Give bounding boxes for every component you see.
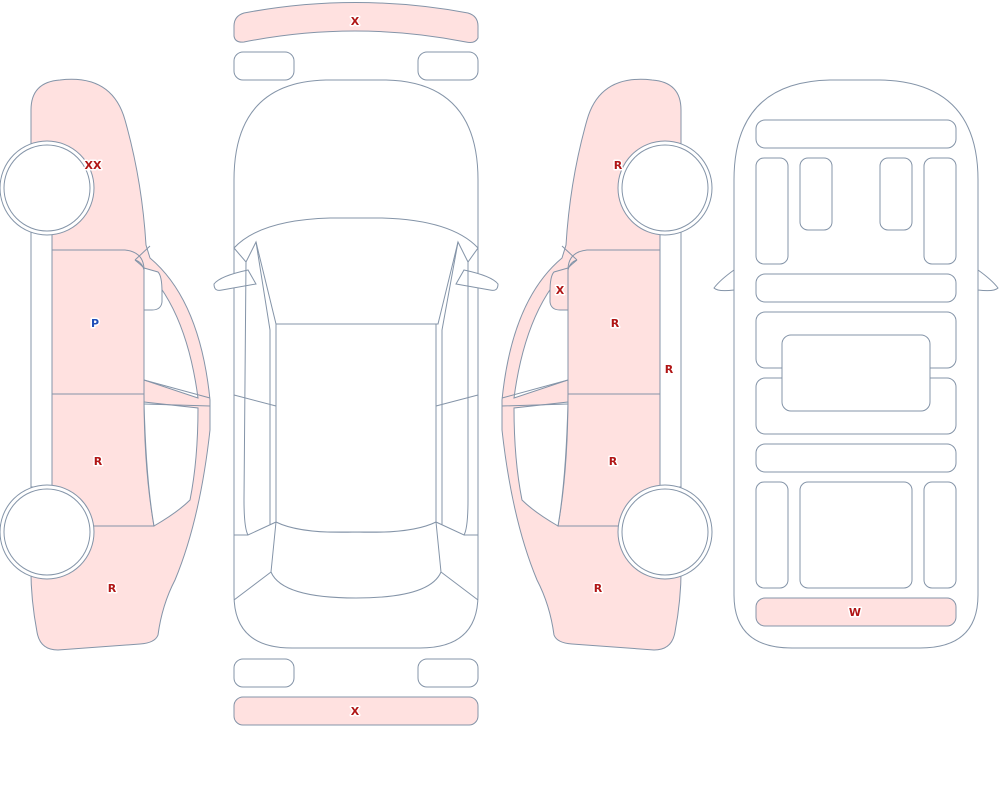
left-side-glass-lines (233, 241, 277, 601)
damage-code-labels: X X XX P R R R X R R R R W (83, 14, 863, 720)
right-mirror-code: X (556, 284, 565, 297)
right-mirror-side[interactable] (549, 267, 569, 311)
right-front-door-code: R (611, 317, 620, 330)
front-crossmember (755, 119, 957, 149)
right-front-wheel (617, 140, 713, 236)
rear-bumper[interactable] (233, 696, 479, 726)
left-front-door-code: P (91, 317, 99, 330)
right-front-fender-code: R (614, 159, 623, 172)
dash-crossmember (755, 273, 957, 303)
front-right-rail (923, 157, 957, 265)
front-left-inner-panel (799, 157, 833, 231)
right-side-glass-lines (435, 241, 479, 601)
front-bumper-code: X (351, 15, 360, 28)
rear-left-rail (755, 481, 789, 589)
right-side-view (501, 78, 713, 651)
right-rocker-code: R (665, 363, 674, 376)
roof-panel (275, 323, 437, 533)
windshield (233, 217, 479, 325)
right-pillar-line (501, 245, 578, 407)
left-side-view (0, 78, 211, 651)
right-mirror-top[interactable] (455, 269, 499, 291)
front-left-headlight (233, 51, 295, 81)
rear-bumper-code: X (351, 705, 360, 718)
rear-right-taillight (417, 658, 479, 688)
left-rear-quarter-code: R (108, 582, 117, 595)
right-rear-quarter-code: R (594, 582, 603, 595)
left-pillar-line (134, 245, 211, 407)
rear-right-rail (923, 481, 957, 589)
center-tunnel-panel (781, 334, 931, 412)
top-view (213, 2, 499, 726)
rear-window (270, 521, 442, 599)
front-right-headlight (417, 51, 479, 81)
rear-floor-panel-code: W (849, 606, 861, 619)
right-rear-wheel (617, 484, 713, 580)
left-sill-strip (30, 231, 53, 488)
left-mirror[interactable] (143, 267, 163, 311)
front-left-rail (755, 157, 789, 265)
underbody-right-tab (977, 269, 999, 292)
left-front-fender-code: XX (85, 159, 102, 172)
underbody-view (713, 79, 999, 649)
front-right-inner-panel (879, 157, 913, 231)
underbody-left-tab (713, 269, 735, 292)
front-bumper[interactable] (233, 2, 479, 43)
right-rocker-strip (659, 231, 682, 488)
right-rear-window (513, 401, 569, 527)
trunk-floor-panel (799, 481, 913, 589)
left-front-wheel (0, 140, 95, 236)
right-rear-door-code: R (609, 455, 618, 468)
left-rear-window (143, 401, 199, 527)
rear-crossmember (755, 443, 957, 473)
rear-floor-panel[interactable] (755, 597, 957, 627)
left-rear-door-code: R (94, 455, 103, 468)
left-rear-wheel (0, 484, 95, 580)
rear-left-taillight (233, 658, 295, 688)
